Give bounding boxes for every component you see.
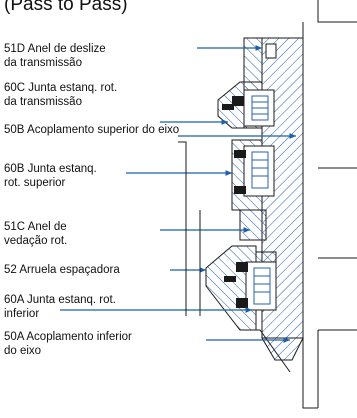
label-51d: 51D Anel de deslize da transmissão bbox=[4, 43, 106, 69]
diagram-title: (Pass to Pass) bbox=[4, 0, 128, 15]
label-51c: 51C Anel de vedação rot. bbox=[4, 221, 68, 247]
seal-60b-section bbox=[231, 139, 275, 211]
seal-60a-section bbox=[205, 245, 277, 331]
label-50b: 50B Acoplamento superior do eixo bbox=[4, 124, 180, 136]
label-52: 52 Arruela espaçadora bbox=[4, 264, 120, 276]
seal-60c-section bbox=[217, 81, 275, 129]
label-50a: 50A Acoplamento inferior do eixo bbox=[4, 331, 132, 357]
label-60b: 60B Junta estanq. rot. superior bbox=[4, 163, 97, 189]
label-60c: 60C Junta estanq. rot. da transmissão bbox=[4, 82, 118, 108]
label-60a: 60A Junta estanq. rot. inferior bbox=[4, 294, 116, 320]
leader-lines bbox=[60, 45, 296, 343]
shaft-housing-outline bbox=[302, 0, 357, 409]
bracket-lines bbox=[178, 141, 201, 316]
